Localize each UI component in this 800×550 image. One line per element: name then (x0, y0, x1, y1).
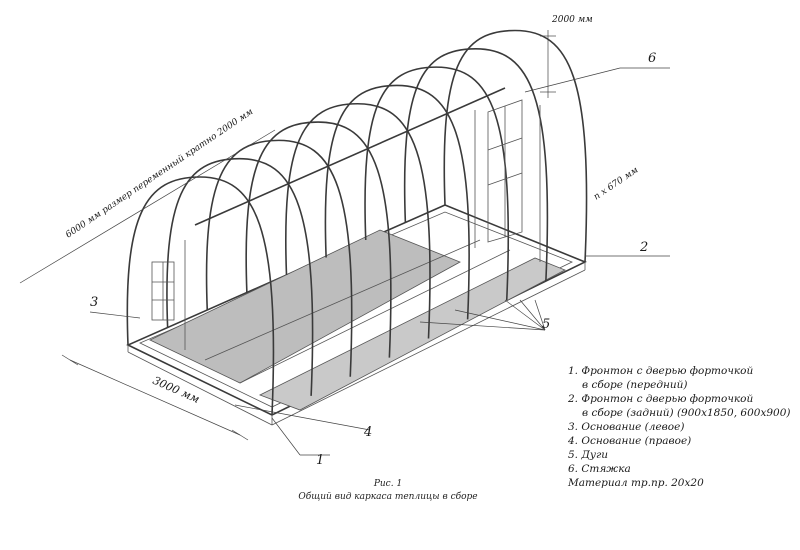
arc (364, 66, 510, 301)
label-2: 2 (639, 240, 648, 255)
bed-right (258, 257, 566, 411)
arcs-group (126, 29, 588, 416)
figure-number: Рис. 1 (373, 479, 403, 489)
legend-item: в сборе (задний) (900x1850, 600x900) (582, 407, 791, 419)
arc (403, 48, 549, 282)
arc (205, 139, 353, 377)
legend-item: 6. Стяжка (568, 463, 631, 475)
dim-height: 2000 мм (551, 15, 593, 25)
arc (126, 176, 275, 416)
legend-item: в сборе (передний) (582, 379, 688, 391)
legend-item: 5. Дуги (568, 449, 609, 461)
bed-left (149, 229, 461, 384)
label-5: 5 (542, 317, 550, 332)
legend-item: 2. Фронтон с дверью форточкой (568, 393, 754, 405)
label-6: 6 (648, 51, 656, 66)
figure-caption: Общий вид каркаса теплицы в сборе (298, 492, 478, 502)
legend-item: Материал тр.пр. 20x20 (568, 477, 704, 489)
dimension-lines (19, 30, 670, 456)
dim-length: 6000 мм размер переменный кратно 2000 мм (64, 107, 255, 240)
back-gable (474, 99, 541, 262)
dim-arc-step: n x 670 мм (592, 165, 640, 202)
front-gable (151, 240, 186, 350)
dim-width: 3000 мм (151, 374, 202, 406)
legend-item: 1. Фронтон с дверью форточкой (568, 365, 754, 377)
legend: 1. Фронтон с дверью форточкой в сборе (п… (568, 364, 796, 490)
label-3: 3 (90, 295, 98, 310)
arc (324, 84, 470, 320)
arc (245, 121, 392, 358)
base-frame (126, 204, 587, 426)
arc (166, 157, 314, 396)
arc (443, 29, 588, 263)
arc (285, 102, 431, 339)
legend-item: 4. Основание (правое) (568, 435, 692, 447)
legend-item: 3. Основание (левое) (568, 421, 685, 433)
label-4: 4 (363, 425, 372, 440)
label-1: 1 (316, 453, 324, 468)
ridge-tie (194, 87, 506, 226)
